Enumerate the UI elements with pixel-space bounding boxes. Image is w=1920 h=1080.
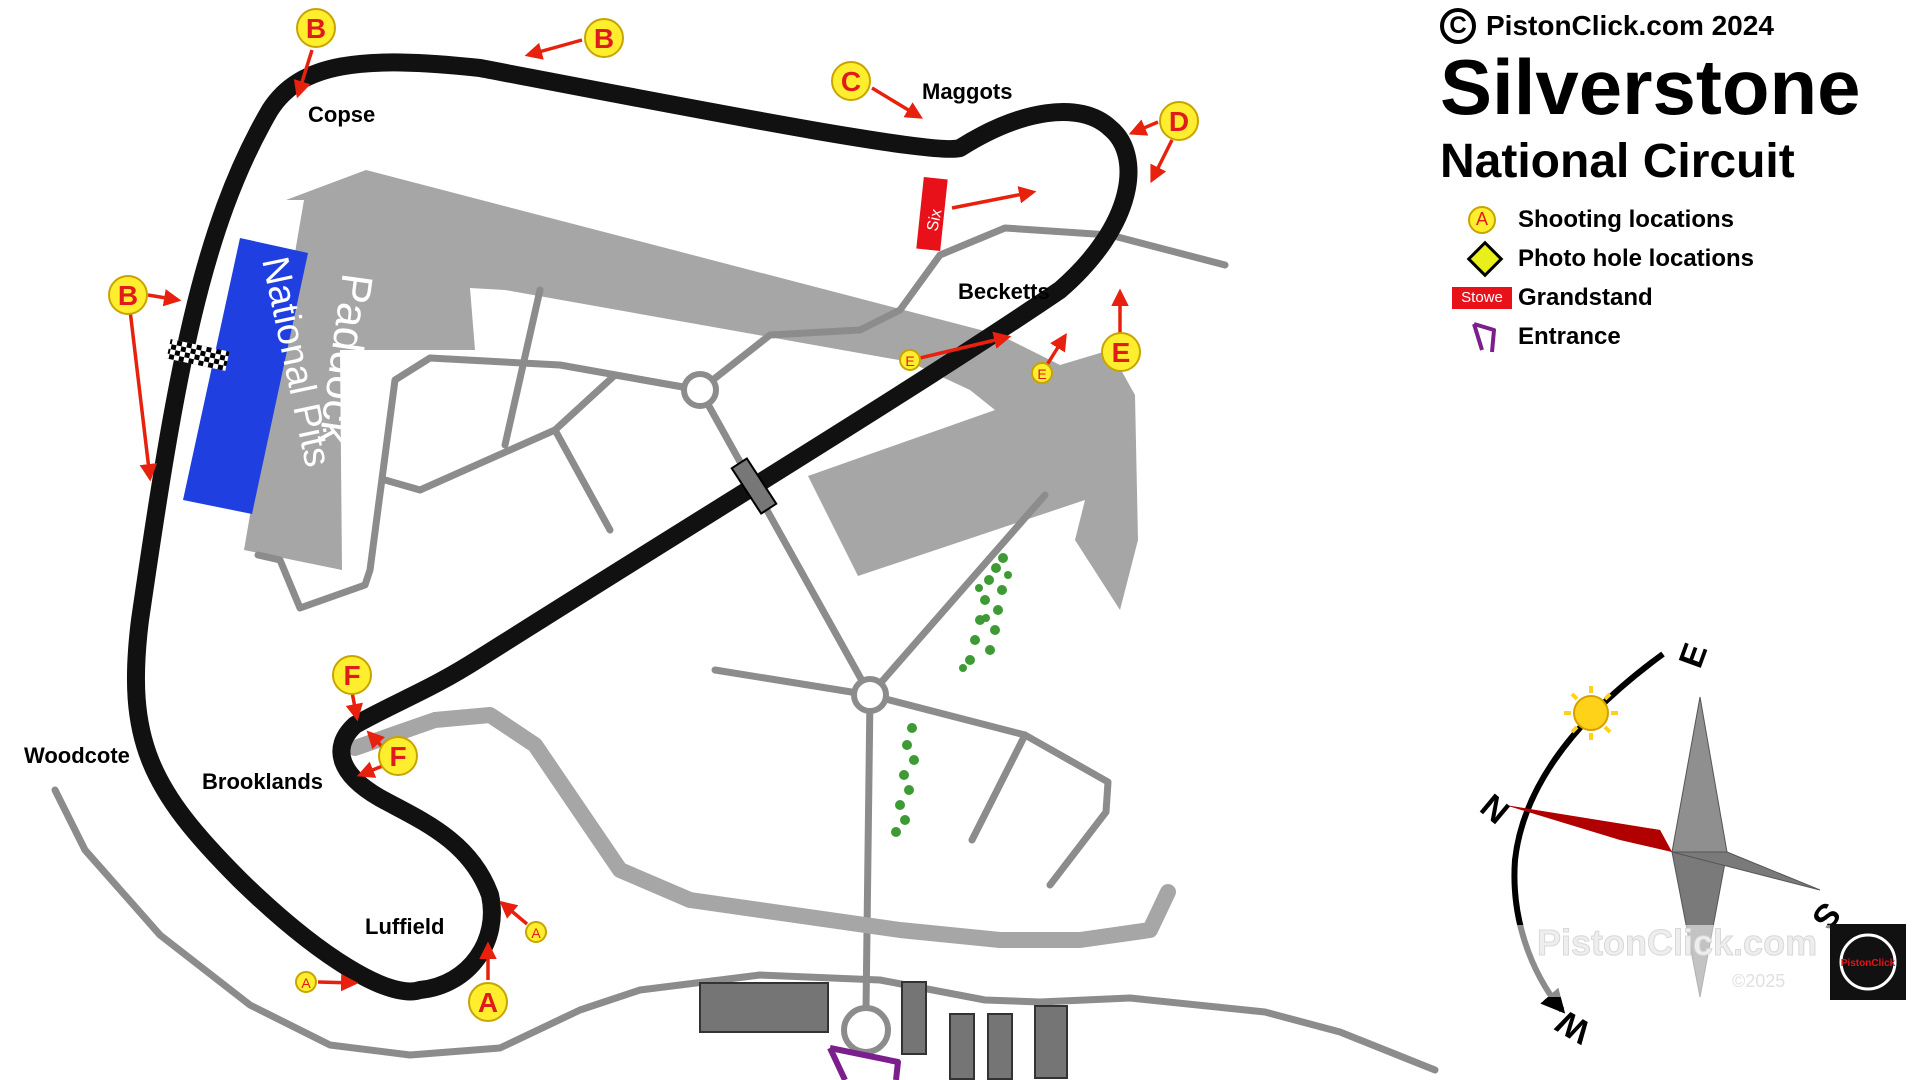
svg-text:F: F <box>343 660 360 691</box>
watermark-site: PistonClick.com <box>1537 922 1817 963</box>
label-copse: Copse <box>308 102 375 127</box>
label-woodcote: Woodcote <box>24 743 130 768</box>
svg-text:Six: Six <box>924 208 945 233</box>
legend-item-entrance: Entrance <box>1454 317 1754 356</box>
svg-text:PistonClick: PistonClick <box>1841 958 1896 969</box>
marker-f-1: F <box>332 655 372 695</box>
start-finish-line <box>166 338 230 372</box>
yellow-diamond-icon <box>1466 240 1504 277</box>
svg-text:E: E <box>1112 337 1131 368</box>
svg-text:B: B <box>594 23 614 54</box>
legend-item-photo-hole: Photo hole locations <box>1454 239 1754 278</box>
marker-e-small-1: E <box>899 349 921 371</box>
watermark: PistonClick.com ©2025 PistonClick <box>1490 922 1906 1000</box>
svg-text:C: C <box>841 66 861 97</box>
svg-text:E: E <box>905 353 914 369</box>
bridge <box>730 457 778 515</box>
compass-n: N <box>1473 787 1516 832</box>
yellow-circle-marker-icon: A <box>1468 205 1496 234</box>
watermark-logo <box>1830 924 1906 1000</box>
svg-text:B: B <box>118 280 138 311</box>
trees <box>891 553 1012 837</box>
svg-text:E: E <box>1037 366 1046 382</box>
marker-f-2: F <box>378 736 418 776</box>
marker-b-left: B <box>108 275 148 315</box>
grandstand-six: Six <box>916 176 948 252</box>
page-subtitle: National Circuit <box>1440 135 1795 188</box>
roundabouts <box>681 371 891 1055</box>
purple-entrance-flag-icon <box>1472 321 1496 352</box>
corner-labels: Copse Maggots Becketts Woodcote Brooklan… <box>24 79 1050 939</box>
label-becketts: Becketts <box>958 279 1050 304</box>
paddock-area <box>244 170 1138 610</box>
red-grandstand-box-icon: Stowe <box>1452 286 1512 309</box>
buildings <box>699 981 1068 1080</box>
title-panel: C PistonClick.com 2024 Silverstone Natio… <box>1440 0 1900 380</box>
marker-c: C <box>831 61 871 101</box>
marker-e-small-2: E <box>1031 362 1053 384</box>
marker-a-small-1: A <box>525 921 547 943</box>
copyright-text: PistonClick.com 2024 <box>1486 10 1774 41</box>
svg-text:B: B <box>306 13 326 44</box>
copyright-icon: C <box>1440 8 1476 44</box>
svg-text:A: A <box>531 925 541 941</box>
marker-a-small-2: A <box>295 971 317 993</box>
label-maggots: Maggots <box>922 79 1012 104</box>
compass-w: W <box>1549 1002 1597 1051</box>
marker-d: D <box>1159 101 1199 141</box>
copyright: C PistonClick.com 2024 <box>1440 8 1774 44</box>
svg-text:F: F <box>389 741 406 772</box>
page-title: Silverstone <box>1440 43 1861 131</box>
svg-text:A: A <box>301 975 311 991</box>
marker-e-large: E <box>1101 332 1141 372</box>
legend-item-grandstand: Stowe Grandstand <box>1452 278 1754 317</box>
marker-b-straight: B <box>584 18 624 58</box>
legend-item-shooting: A Shooting locations <box>1454 200 1754 239</box>
sun-icon <box>1564 686 1618 740</box>
compass-e: E <box>1672 638 1715 672</box>
marker-a-large: A <box>468 982 508 1022</box>
svg-text:A: A <box>478 987 498 1018</box>
shooting-markers: B B C D E E E B F F A A A <box>108 8 1199 1022</box>
entrance-icon <box>827 1045 901 1080</box>
watermark-year: ©2025 <box>1732 971 1785 991</box>
label-brooklands: Brooklands <box>202 769 323 794</box>
service-road <box>347 707 1176 948</box>
svg-text:D: D <box>1169 106 1189 137</box>
label-luffield: Luffield <box>365 914 444 939</box>
road-network <box>51 224 1439 1074</box>
marker-b-copse: B <box>296 8 336 48</box>
race-track <box>126 53 1138 1001</box>
legend: A Shooting locations Photo hole location… <box>1452 200 1754 356</box>
